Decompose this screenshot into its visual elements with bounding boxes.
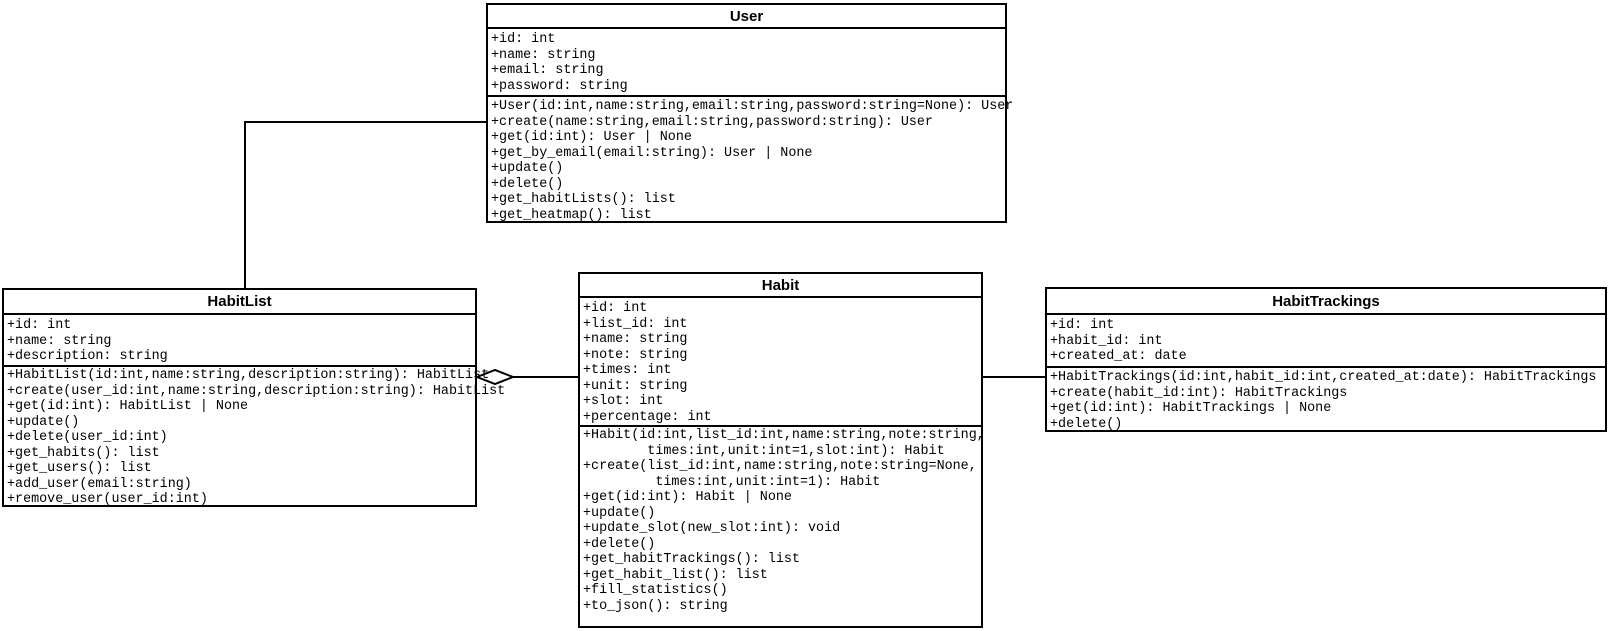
member-line: +times: int <box>583 363 672 378</box>
class-methods-habit: +Habit(id:int,list_id:int,name:string,no… <box>580 425 985 626</box>
member-line: +create(user_id:int,name:string,descript… <box>7 383 506 399</box>
member-line: +create(list_id:int,name:string,note:str… <box>583 459 977 474</box>
member-line: +id: int <box>491 32 556 47</box>
member-line: +Habit(id:int,list_id:int,name:string,no… <box>583 428 985 443</box>
class-attributes-user: +id: int+name: string+email: string+pass… <box>488 27 1005 95</box>
member-line: +update() <box>491 161 564 176</box>
class-box-habittrackings: HabitTrackings +id: int+habit_id: int+cr… <box>1045 287 1607 432</box>
member-line: +fill_statistics() <box>583 583 728 598</box>
member-line: +create(name:string,email:string,passwor… <box>491 114 933 130</box>
class-methods-user: +User(id:int,name:string,email:string,pa… <box>488 95 1014 223</box>
member-line: +delete() <box>1050 416 1123 432</box>
member-line: +email: string <box>491 63 604 78</box>
member-line: +update_slot(new_slot:int): void <box>583 521 841 536</box>
member-line: +HabitList(id:int,name:string,descriptio… <box>7 368 490 383</box>
class-box-habit: Habit +id: int+list_id: int+name: string… <box>578 272 985 628</box>
class-attributes-habitlist: +id: int+name: string+description: strin… <box>4 313 475 365</box>
member-line: +delete() <box>583 536 656 552</box>
member-line: +remove_user(user_id:int) <box>7 492 208 507</box>
member-line: +description: string <box>7 349 168 364</box>
member-line: +delete(user_id:int) <box>7 430 168 445</box>
class-title-habitlist: HabitList <box>207 293 272 310</box>
class-title-user: User <box>729 8 764 25</box>
member-line: +id: int <box>7 318 72 333</box>
member-line: +update() <box>583 505 656 521</box>
member-line: +id: int <box>583 301 648 316</box>
member-line: +created_at: date <box>1050 349 1187 364</box>
member-line: +name: string <box>583 332 688 347</box>
member-line: +slot: int <box>583 394 664 409</box>
aggregation-diamond-icon <box>474 368 516 386</box>
member-line: +list_id: int <box>583 316 688 332</box>
class-box-user: User +id: int+name: string+email: string… <box>486 3 1014 223</box>
member-line: +get_habitLists(): list <box>491 192 676 207</box>
member-line: +delete() <box>491 176 564 192</box>
association-user-habitlist <box>244 121 486 288</box>
member-line: times:int,unit:int=1): Habit <box>583 474 881 490</box>
member-line: +HabitTrackings(id:int,habit_id:int,crea… <box>1050 370 1597 385</box>
member-line: +note: string <box>583 347 688 363</box>
member-line: +unit: string <box>583 378 688 394</box>
member-line: +id: int <box>1050 318 1115 333</box>
member-line: +update() <box>7 414 80 430</box>
member-line: +get(id:int): User | None <box>491 130 692 145</box>
member-line: +get_users(): list <box>7 461 152 476</box>
member-line: +percentage: int <box>583 409 712 425</box>
member-line: +get_heatmap(): list <box>491 207 652 223</box>
member-line: +get_by_email(email:string): User | None <box>491 145 813 161</box>
member-line: +get(id:int): Habit | None <box>583 490 792 505</box>
member-line: +get(id:int): HabitList | None <box>7 399 249 414</box>
member-line: times:int,unit:int=1,slot:int): Habit <box>583 443 945 459</box>
class-methods-habittrackings: +HabitTrackings(id:int,habit_id:int,crea… <box>1047 366 1605 432</box>
member-line: +habit_id: int <box>1050 333 1163 349</box>
member-line: +create(habit_id:int): HabitTrackings <box>1050 385 1348 401</box>
class-box-habitlist: HabitList +id: int+name: string+descript… <box>2 288 506 507</box>
class-attributes-habittrackings: +id: int+habit_id: int+created_at: date <box>1047 313 1605 366</box>
member-line: +User(id:int,name:string,email:string,pa… <box>491 99 1014 114</box>
member-line: +password: string <box>491 78 628 94</box>
class-title-habit: Habit <box>761 277 800 294</box>
member-line: +name: string <box>491 47 596 63</box>
class-attributes-habit: +id: int+list_id: int+name: string+note:… <box>580 296 981 425</box>
member-line: +get_habits(): list <box>7 445 160 461</box>
class-title-habittrackings: HabitTrackings <box>1272 293 1380 310</box>
member-line: +to_json(): string <box>583 598 728 614</box>
class-methods-habitlist: +HabitList(id:int,name:string,descriptio… <box>4 365 506 507</box>
member-line: +get_habit_list(): list <box>583 567 768 583</box>
member-line: +add_user(email:string) <box>7 476 192 492</box>
member-line: +get_habitTrackings(): list <box>583 552 800 567</box>
member-line: +name: string <box>7 333 112 349</box>
member-line: +get(id:int): HabitTrackings | None <box>1050 401 1332 416</box>
